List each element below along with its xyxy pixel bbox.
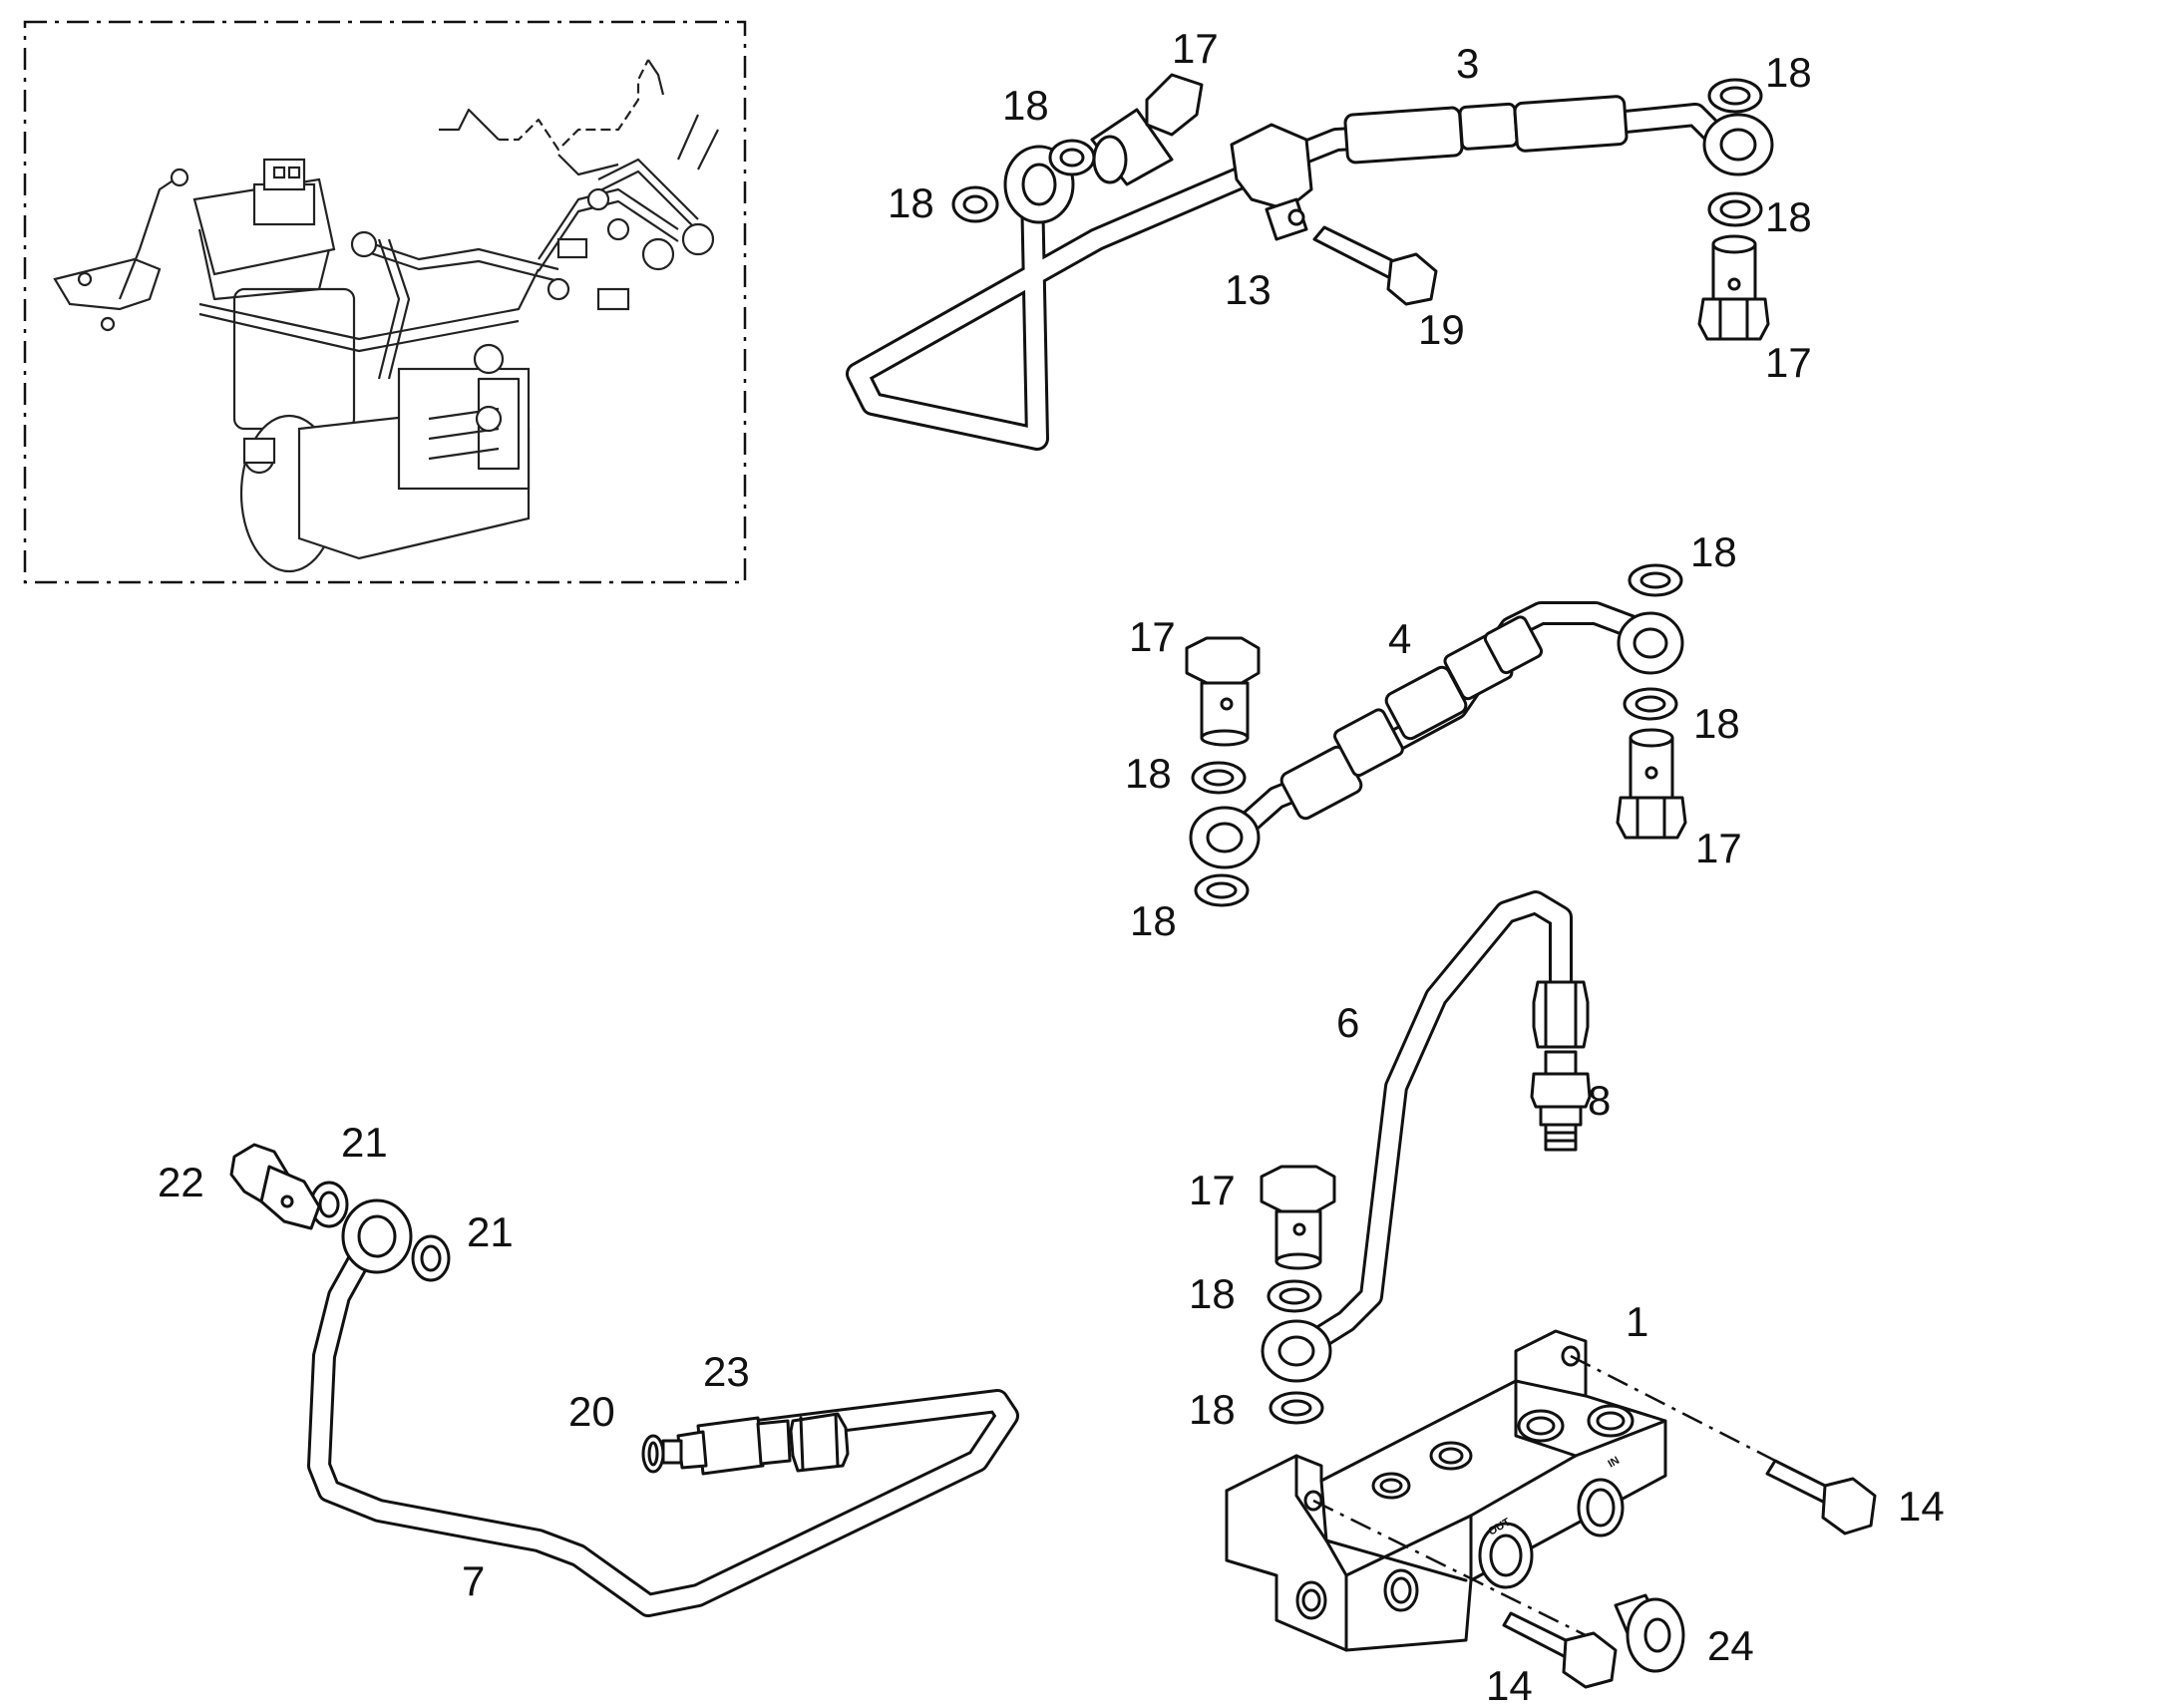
callout-18: 18 bbox=[1765, 193, 1812, 240]
fitting-8 bbox=[1530, 1050, 1592, 1152]
clamp-13 bbox=[1230, 123, 1313, 211]
callout-21: 21 bbox=[341, 1119, 388, 1166]
pipe-4-assembly bbox=[1185, 563, 1687, 907]
washer-18 bbox=[1194, 873, 1250, 907]
callout-22: 22 bbox=[158, 1159, 204, 1205]
callout-14: 14 bbox=[1486, 1662, 1533, 1708]
callout-24: 24 bbox=[1707, 1622, 1754, 1669]
washer-18 bbox=[1628, 563, 1683, 597]
washer-18 bbox=[1267, 1279, 1322, 1313]
washer-18 bbox=[1707, 191, 1763, 227]
callout-1: 1 bbox=[1626, 1298, 1648, 1345]
callout-7: 7 bbox=[462, 1557, 485, 1604]
banjo-bolt-17 bbox=[1260, 1165, 1336, 1270]
washer-18 bbox=[1623, 687, 1678, 721]
washer-18 bbox=[1048, 139, 1096, 176]
inset-bracket bbox=[53, 168, 189, 332]
banjo-bolt-17 bbox=[1090, 73, 1204, 186]
inset-frame bbox=[23, 20, 747, 584]
bolt-14 bbox=[1502, 1611, 1618, 1689]
pipe-6-nut bbox=[1532, 980, 1590, 1049]
callout-17: 17 bbox=[1129, 613, 1176, 660]
pipe-6 bbox=[1294, 890, 1573, 1358]
callout-18: 18 bbox=[888, 179, 934, 226]
bolt-19 bbox=[1312, 225, 1438, 306]
part-callouts: 1 3 4 6 7 8 13 14 14 17 17 17 17 17 18 1… bbox=[158, 25, 1945, 1708]
distribution-block-1: IN OUT bbox=[1225, 1329, 1786, 1652]
callout-18: 18 bbox=[1130, 897, 1177, 944]
banjo-bolt-17 bbox=[1185, 636, 1261, 747]
callout-18: 18 bbox=[1189, 1386, 1236, 1433]
pipe-7-assembly bbox=[229, 1143, 1019, 1617]
callout-18: 18 bbox=[1765, 49, 1812, 96]
callout-17: 17 bbox=[1695, 825, 1742, 871]
inset-fuel-pump bbox=[232, 287, 531, 573]
callout-6: 6 bbox=[1336, 999, 1359, 1046]
bolt-14 bbox=[1765, 1459, 1877, 1536]
washer-18 bbox=[1707, 78, 1763, 114]
callout-18: 18 bbox=[1690, 528, 1737, 575]
block-marking-in: IN bbox=[1607, 1455, 1623, 1471]
inset-filter-head bbox=[192, 158, 336, 301]
overview-inset bbox=[23, 20, 747, 584]
callout-21: 21 bbox=[467, 1208, 514, 1255]
banjo-bolt-17 bbox=[1616, 728, 1687, 840]
banjo-bolt-22 bbox=[229, 1143, 321, 1230]
washer-18 bbox=[1191, 761, 1247, 795]
pipe-6-assembly bbox=[1260, 890, 1592, 1425]
callout-8: 8 bbox=[1588, 1077, 1611, 1124]
callout-18: 18 bbox=[1002, 82, 1049, 129]
callout-13: 13 bbox=[1225, 266, 1272, 313]
inset-fitting bbox=[350, 230, 378, 258]
callout-20: 20 bbox=[568, 1388, 615, 1435]
callout-18: 18 bbox=[1693, 700, 1740, 747]
nut-23 bbox=[661, 1412, 850, 1476]
callout-4: 4 bbox=[1388, 615, 1411, 662]
callout-18: 18 bbox=[1125, 750, 1172, 797]
callout-3: 3 bbox=[1456, 40, 1479, 87]
o-ring-20 bbox=[641, 1434, 665, 1474]
callout-17: 17 bbox=[1189, 1167, 1236, 1213]
callout-23: 23 bbox=[703, 1348, 750, 1395]
callout-17: 17 bbox=[1765, 339, 1812, 386]
pipe-7 bbox=[307, 1239, 1019, 1617]
banjo-bolt-17 bbox=[1697, 234, 1770, 341]
washer-21 bbox=[411, 1234, 451, 1282]
callout-17: 17 bbox=[1172, 25, 1219, 72]
callout-14: 14 bbox=[1898, 1483, 1945, 1530]
washer-18 bbox=[951, 185, 999, 223]
washer-18 bbox=[1269, 1391, 1324, 1425]
pipe-3-assembly bbox=[846, 73, 1774, 451]
plug-24 bbox=[1614, 1593, 1685, 1673]
callout-19: 19 bbox=[1418, 306, 1465, 353]
callout-18: 18 bbox=[1189, 1270, 1236, 1317]
